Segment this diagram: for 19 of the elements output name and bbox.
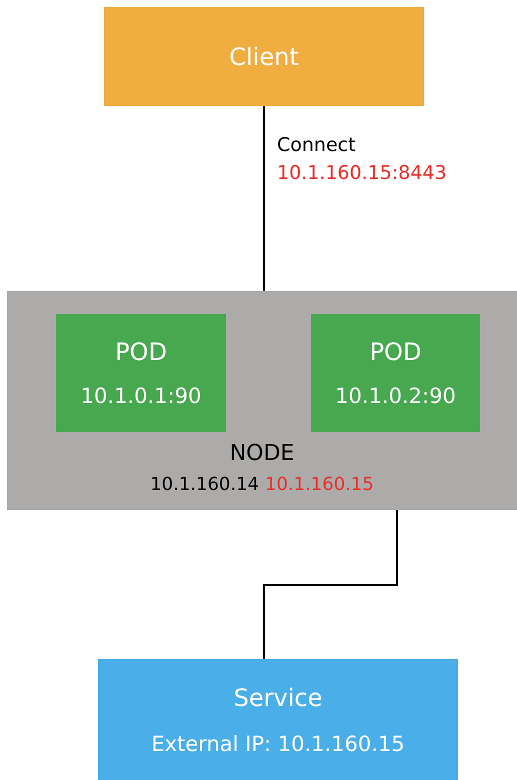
box-title: POD: [115, 338, 167, 366]
service-box: [56, 314, 226, 432]
ip-address: External IP: 10.1.160.15: [151, 732, 405, 756]
box-title: POD: [370, 338, 422, 366]
connector-line: [263, 106, 265, 291]
ip-address: 10.1.160.14: [150, 474, 259, 495]
ip-address: 10.1.0.2:90: [335, 384, 456, 408]
node-panel: [7, 291, 517, 510]
box-title: Service: [234, 684, 322, 712]
node-title: NODE: [230, 441, 294, 466]
service-box: [311, 314, 480, 432]
box-title: Client: [229, 42, 299, 70]
service-box: [98, 659, 458, 780]
ip-address: 10.1.160.15: [265, 474, 374, 495]
port-address: 10.1.160.15:8443: [277, 162, 447, 184]
connector-line: [263, 510, 398, 659]
ip-address: 10.1.0.1:90: [80, 384, 202, 408]
edge-label: Connect: [277, 134, 356, 156]
service-box: [104, 7, 424, 106]
